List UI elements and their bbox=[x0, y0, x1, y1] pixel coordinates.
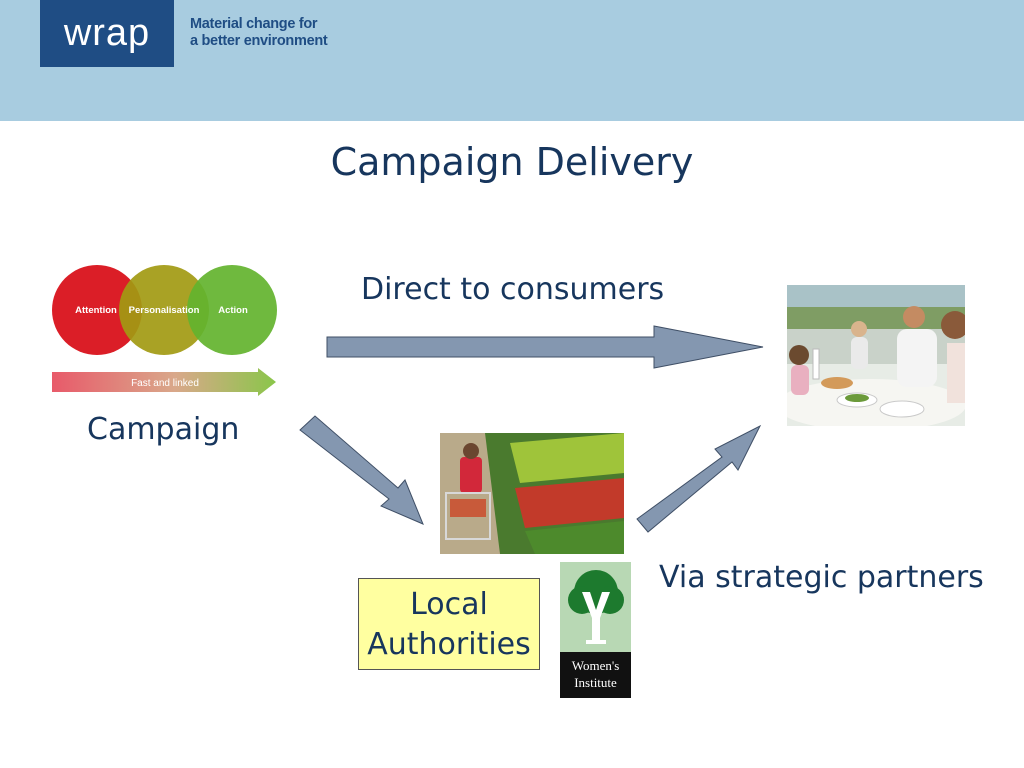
direct-label: Direct to consumers bbox=[361, 272, 665, 307]
family-dining-photo bbox=[787, 285, 965, 426]
direct-arrow bbox=[326, 325, 764, 369]
supermarket-photo bbox=[440, 433, 624, 554]
to-consumers-arrow bbox=[636, 424, 762, 533]
via-label: Via strategic partners bbox=[659, 560, 984, 595]
womens-institute-logo: Women's Institute bbox=[560, 562, 631, 698]
fast-linked-arrow bbox=[52, 368, 276, 396]
wrap-logo-text: wrap bbox=[63, 12, 151, 54]
local-authorities-line1: Local bbox=[410, 587, 488, 622]
slide-title: Campaign Delivery bbox=[330, 140, 694, 184]
wrap-logo: wrap bbox=[40, 0, 174, 67]
tagline-line1: Material change for bbox=[190, 16, 318, 32]
local-authorities-box: Local Authorities bbox=[358, 578, 540, 670]
personalisation-circle bbox=[119, 265, 209, 355]
campaign-label: Campaign bbox=[87, 412, 240, 447]
action-circle bbox=[187, 265, 277, 355]
action-label: Action bbox=[218, 305, 248, 316]
tagline-line2: a better environment bbox=[190, 33, 328, 49]
local-authorities-line2: Authorities bbox=[367, 627, 531, 662]
personalisation-label: Personalisation bbox=[129, 305, 200, 316]
attention-label: Attention bbox=[75, 305, 117, 316]
fast-linked-label: Fast and linked bbox=[131, 378, 199, 389]
to-local-arrow bbox=[299, 415, 424, 525]
attention-circle bbox=[52, 265, 142, 355]
womens-institute-tree-icon: Women's Institute bbox=[560, 562, 631, 698]
wi-line1: Women's bbox=[572, 658, 620, 673]
wi-line2: Institute bbox=[574, 675, 617, 690]
tagline: Material change for a better environment bbox=[190, 16, 328, 50]
campaign-graphic: Attention Personalisation Action Fast an… bbox=[52, 265, 277, 396]
